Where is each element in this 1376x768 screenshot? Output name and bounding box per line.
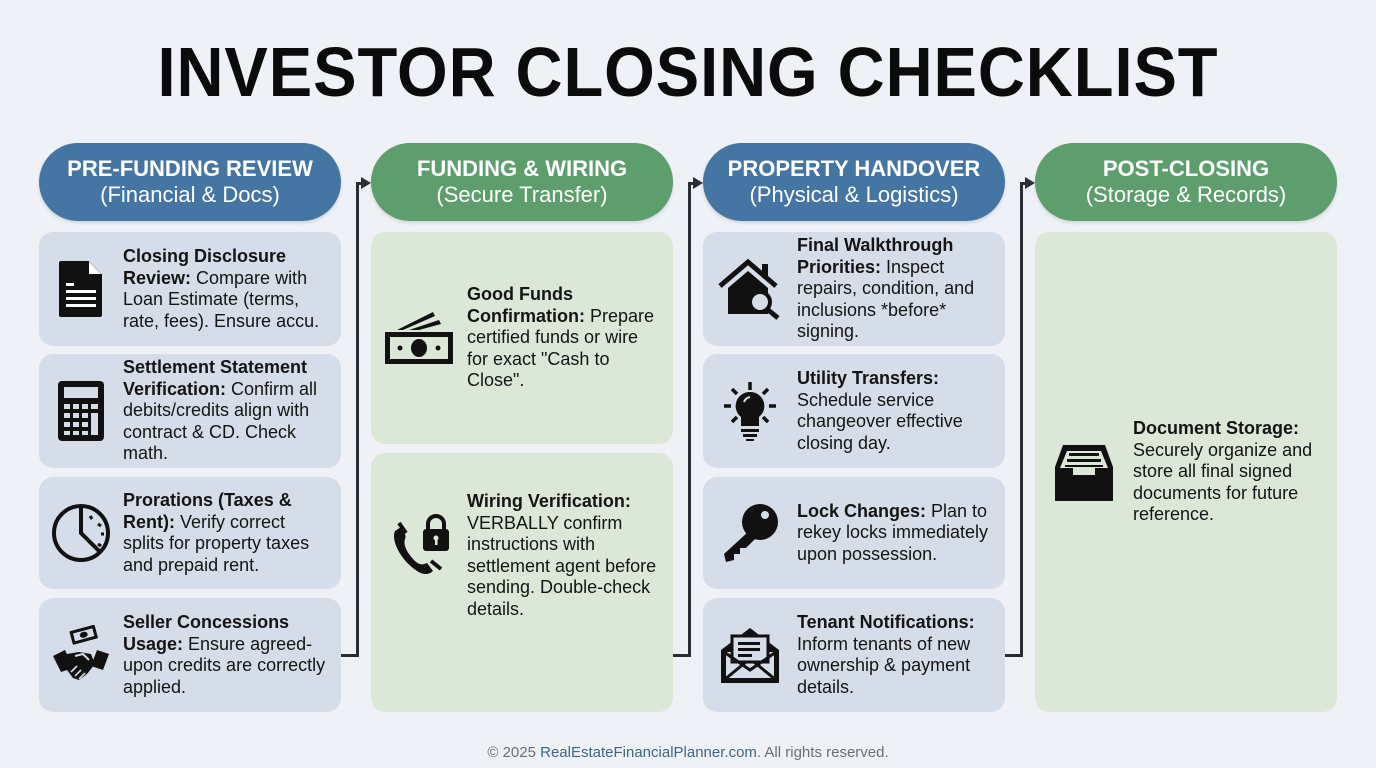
checklist-item-good-funds: Good Funds Confirmation: Prepare certifi… [371, 232, 673, 444]
item-description: Ensure agreed-upon credits are correctly… [123, 633, 326, 697]
checklist-item-wiring-verification: Wiring Verification: VERBALLY confirm in… [371, 453, 673, 712]
item-description: VERBALLY confirm instructions with settl… [467, 512, 657, 619]
item-label: Document Storage: [1133, 418, 1300, 439]
item-description: Confirm all debits/credits align with co… [123, 378, 318, 464]
column-header-funding-wiring: FUNDING & WIRING (Secure Transfer) [371, 143, 673, 221]
envelope-letter-icon [703, 624, 797, 686]
key-icon [703, 502, 797, 564]
footer-copyright: © 2025 RealEstateFinancialPlanner.com. A… [0, 744, 1376, 761]
column-subtitle: (Storage & Records) [1085, 182, 1287, 207]
cash-icon [371, 308, 467, 368]
item-label: Seller Concessions Usage: [123, 612, 290, 654]
connector-line [688, 182, 694, 185]
item-label: Prorations (Taxes & Rent): [123, 490, 292, 532]
arrow-right-icon [1025, 177, 1035, 189]
connector-line [356, 182, 362, 185]
checklist-item-tenant-notifications: Tenant Notifications: Inform tenants of … [703, 598, 1005, 712]
item-description: Securely organize and store all final si… [1133, 439, 1313, 525]
connector-line [673, 654, 690, 657]
column-title: PROPERTY HANDOVER [727, 156, 981, 181]
item-label: Closing Disclosure Review: [123, 246, 287, 288]
checklist-item-closing-disclosure: Closing Disclosure Review: Compare with … [39, 232, 341, 346]
item-description: Inspect repairs, condition, and inclusio… [797, 256, 975, 342]
connector-line [688, 182, 691, 657]
item-description: Compare with Loan Estimate (terms, rate,… [123, 267, 320, 331]
item-label: Lock Changes: [797, 500, 927, 521]
arrow-right-icon [693, 177, 703, 189]
checklist-item-final-walkthrough: Final Walkthrough Priorities: Inspect re… [703, 232, 1005, 346]
column-header-property-handover: PROPERTY HANDOVER (Physical & Logistics) [703, 143, 1005, 221]
footer-suffix: . All rights reserved. [756, 744, 889, 761]
item-label: Settlement Statement Verification: [123, 357, 308, 399]
checklist-item-seller-concessions: Seller Concessions Usage: Ensure agreed-… [39, 598, 341, 712]
file-tray-icon [1035, 441, 1133, 503]
item-description: Prepare certified funds or wire for exac… [467, 305, 655, 391]
connector-line [1020, 182, 1023, 657]
column-subtitle: (Financial & Docs) [100, 182, 280, 207]
item-label: Final Walkthrough Priorities: [797, 235, 954, 277]
arrow-right-icon [361, 177, 371, 189]
column-subtitle: (Physical & Logistics) [749, 182, 959, 207]
connector-line [1005, 654, 1022, 657]
column-header-pre-funding: PRE-FUNDING REVIEW (Financial & Docs) [39, 143, 341, 221]
column-subtitle: (Secure Transfer) [436, 182, 608, 207]
lightbulb-icon [703, 380, 797, 442]
column-title: POST-CLOSING [1102, 156, 1270, 181]
document-icon [39, 259, 123, 319]
connector-line [341, 654, 358, 657]
connector-line [1020, 182, 1026, 185]
item-label: Tenant Notifications: [797, 612, 975, 632]
phone-lock-icon [371, 513, 467, 579]
item-description: Schedule service changeover effective cl… [797, 389, 963, 453]
house-search-icon [703, 258, 797, 320]
calculator-icon [39, 381, 123, 441]
checklist-item-settlement-statement: Settlement Statement Verification: Confi… [39, 354, 341, 468]
footer-site-link[interactable]: RealEstateFinancialPlanner.com [540, 744, 757, 761]
column-title: PRE-FUNDING REVIEW [67, 156, 313, 181]
column-title: FUNDING & WIRING [416, 156, 628, 181]
column-header-post-closing: POST-CLOSING (Storage & Records) [1035, 143, 1337, 221]
footer-prefix: © 2025 [487, 744, 541, 761]
item-label: Utility Transfers: [797, 368, 940, 388]
item-description: Verify correct splits for property taxes… [123, 511, 310, 575]
checklist-item-utility-transfers: Utility Transfers: Schedule service chan… [703, 354, 1005, 468]
handshake-money-icon [39, 624, 123, 686]
item-label: Wiring Verification: [467, 491, 631, 511]
page-title: INVESTOR CLOSING CHECKLIST [157, 33, 1219, 111]
item-description: Plan to rekey locks immediately upon pos… [797, 500, 989, 564]
item-description: Inform tenants of new ownership & paymen… [797, 633, 971, 697]
checklist-item-document-storage: Document Storage: Securely organize and … [1035, 232, 1337, 712]
checklist-item-prorations: Prorations (Taxes & Rent): Verify correc… [39, 477, 341, 589]
item-label: Good Funds Confirmation: [467, 284, 585, 326]
clock-pie-icon [39, 502, 123, 564]
connector-line [356, 182, 359, 657]
checklist-item-lock-changes: Lock Changes: Plan to rekey locks immedi… [703, 477, 1005, 589]
